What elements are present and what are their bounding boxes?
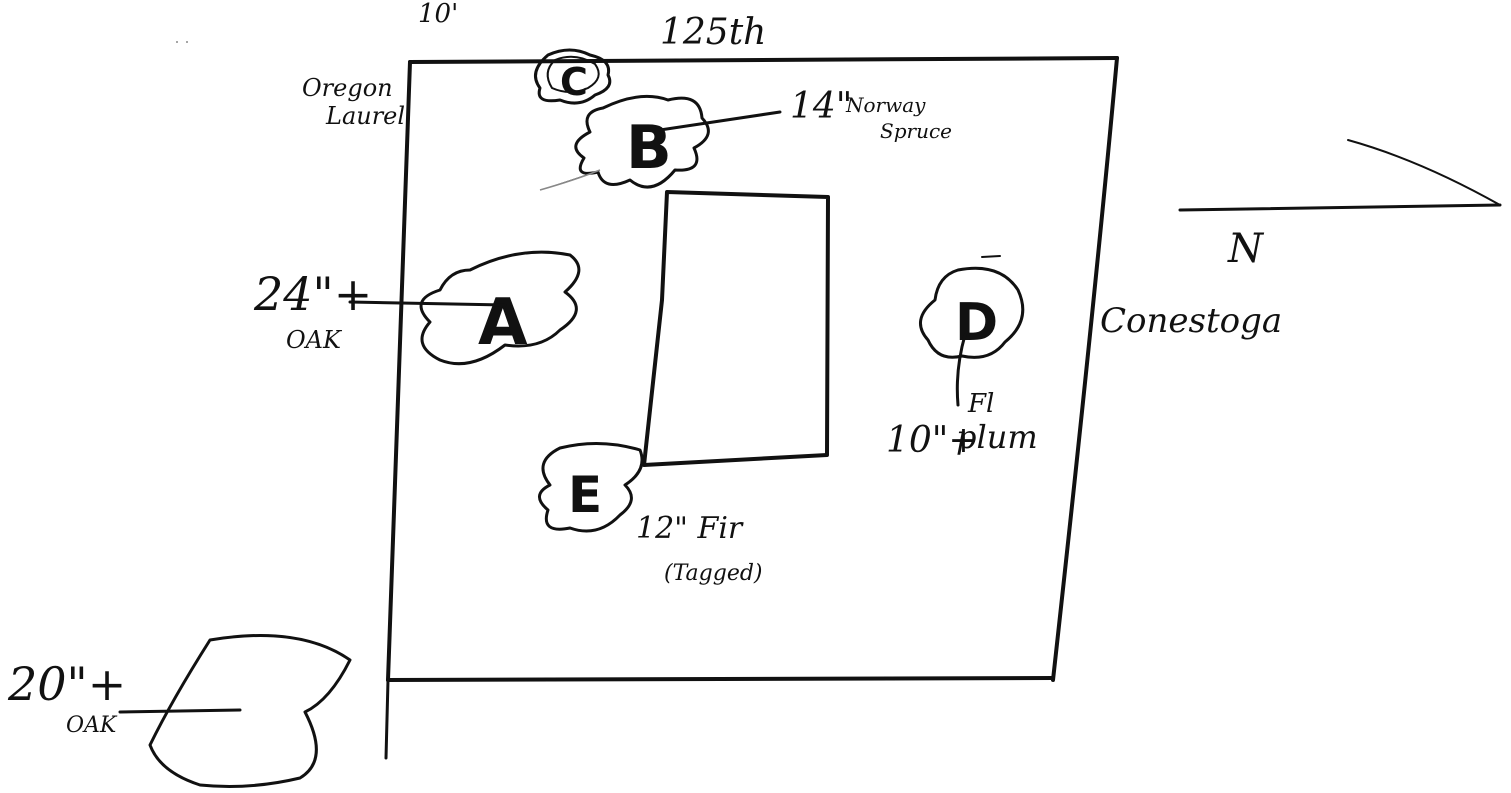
north-label: N (1227, 226, 1265, 272)
oak-a-size-label: 24"+ (253, 267, 372, 321)
off-site-oak (118, 634, 352, 788)
tree-c-letter: C (560, 60, 588, 104)
off-site-oak-size-label: 20"+ (7, 657, 126, 711)
spruce-label-line1: Norway (845, 93, 926, 117)
spruce-label-line2: Spruce (880, 119, 952, 143)
tree-b-letter: B (626, 113, 672, 183)
tree-e-letter: E (568, 466, 602, 524)
off-site-oak-species-label: OAK (66, 713, 118, 738)
tree-b: B (539, 94, 782, 191)
plum-fl-label: Fl (967, 389, 994, 419)
plum-species-label: plum (956, 418, 1038, 456)
tree-d: D (919, 255, 1025, 407)
plum-size-label: 10"+ (886, 420, 979, 461)
street-label-right: Conestoga (1100, 301, 1282, 341)
fir-size-label: 12" Fir (636, 511, 744, 546)
house-footprint (642, 190, 830, 467)
tree-e: E (538, 442, 644, 533)
north-arrow: N (1178, 139, 1502, 272)
setback-label: 10' (418, 0, 458, 29)
tree-a: A (348, 250, 581, 366)
tree-a-letter: A (478, 286, 528, 360)
fir-note-label: (Tagged) (664, 561, 763, 586)
oregon-laurel-label-line1: Oregon (302, 74, 393, 102)
spruce-size-label: 14" (790, 86, 852, 127)
tree-c: C (534, 48, 612, 105)
lot-boundary (384, 56, 1119, 760)
street-label-top: 125th (660, 12, 766, 53)
oak-a-species-label: OAK (286, 326, 343, 354)
oregon-laurel-label-line2: Laurel (325, 102, 405, 130)
